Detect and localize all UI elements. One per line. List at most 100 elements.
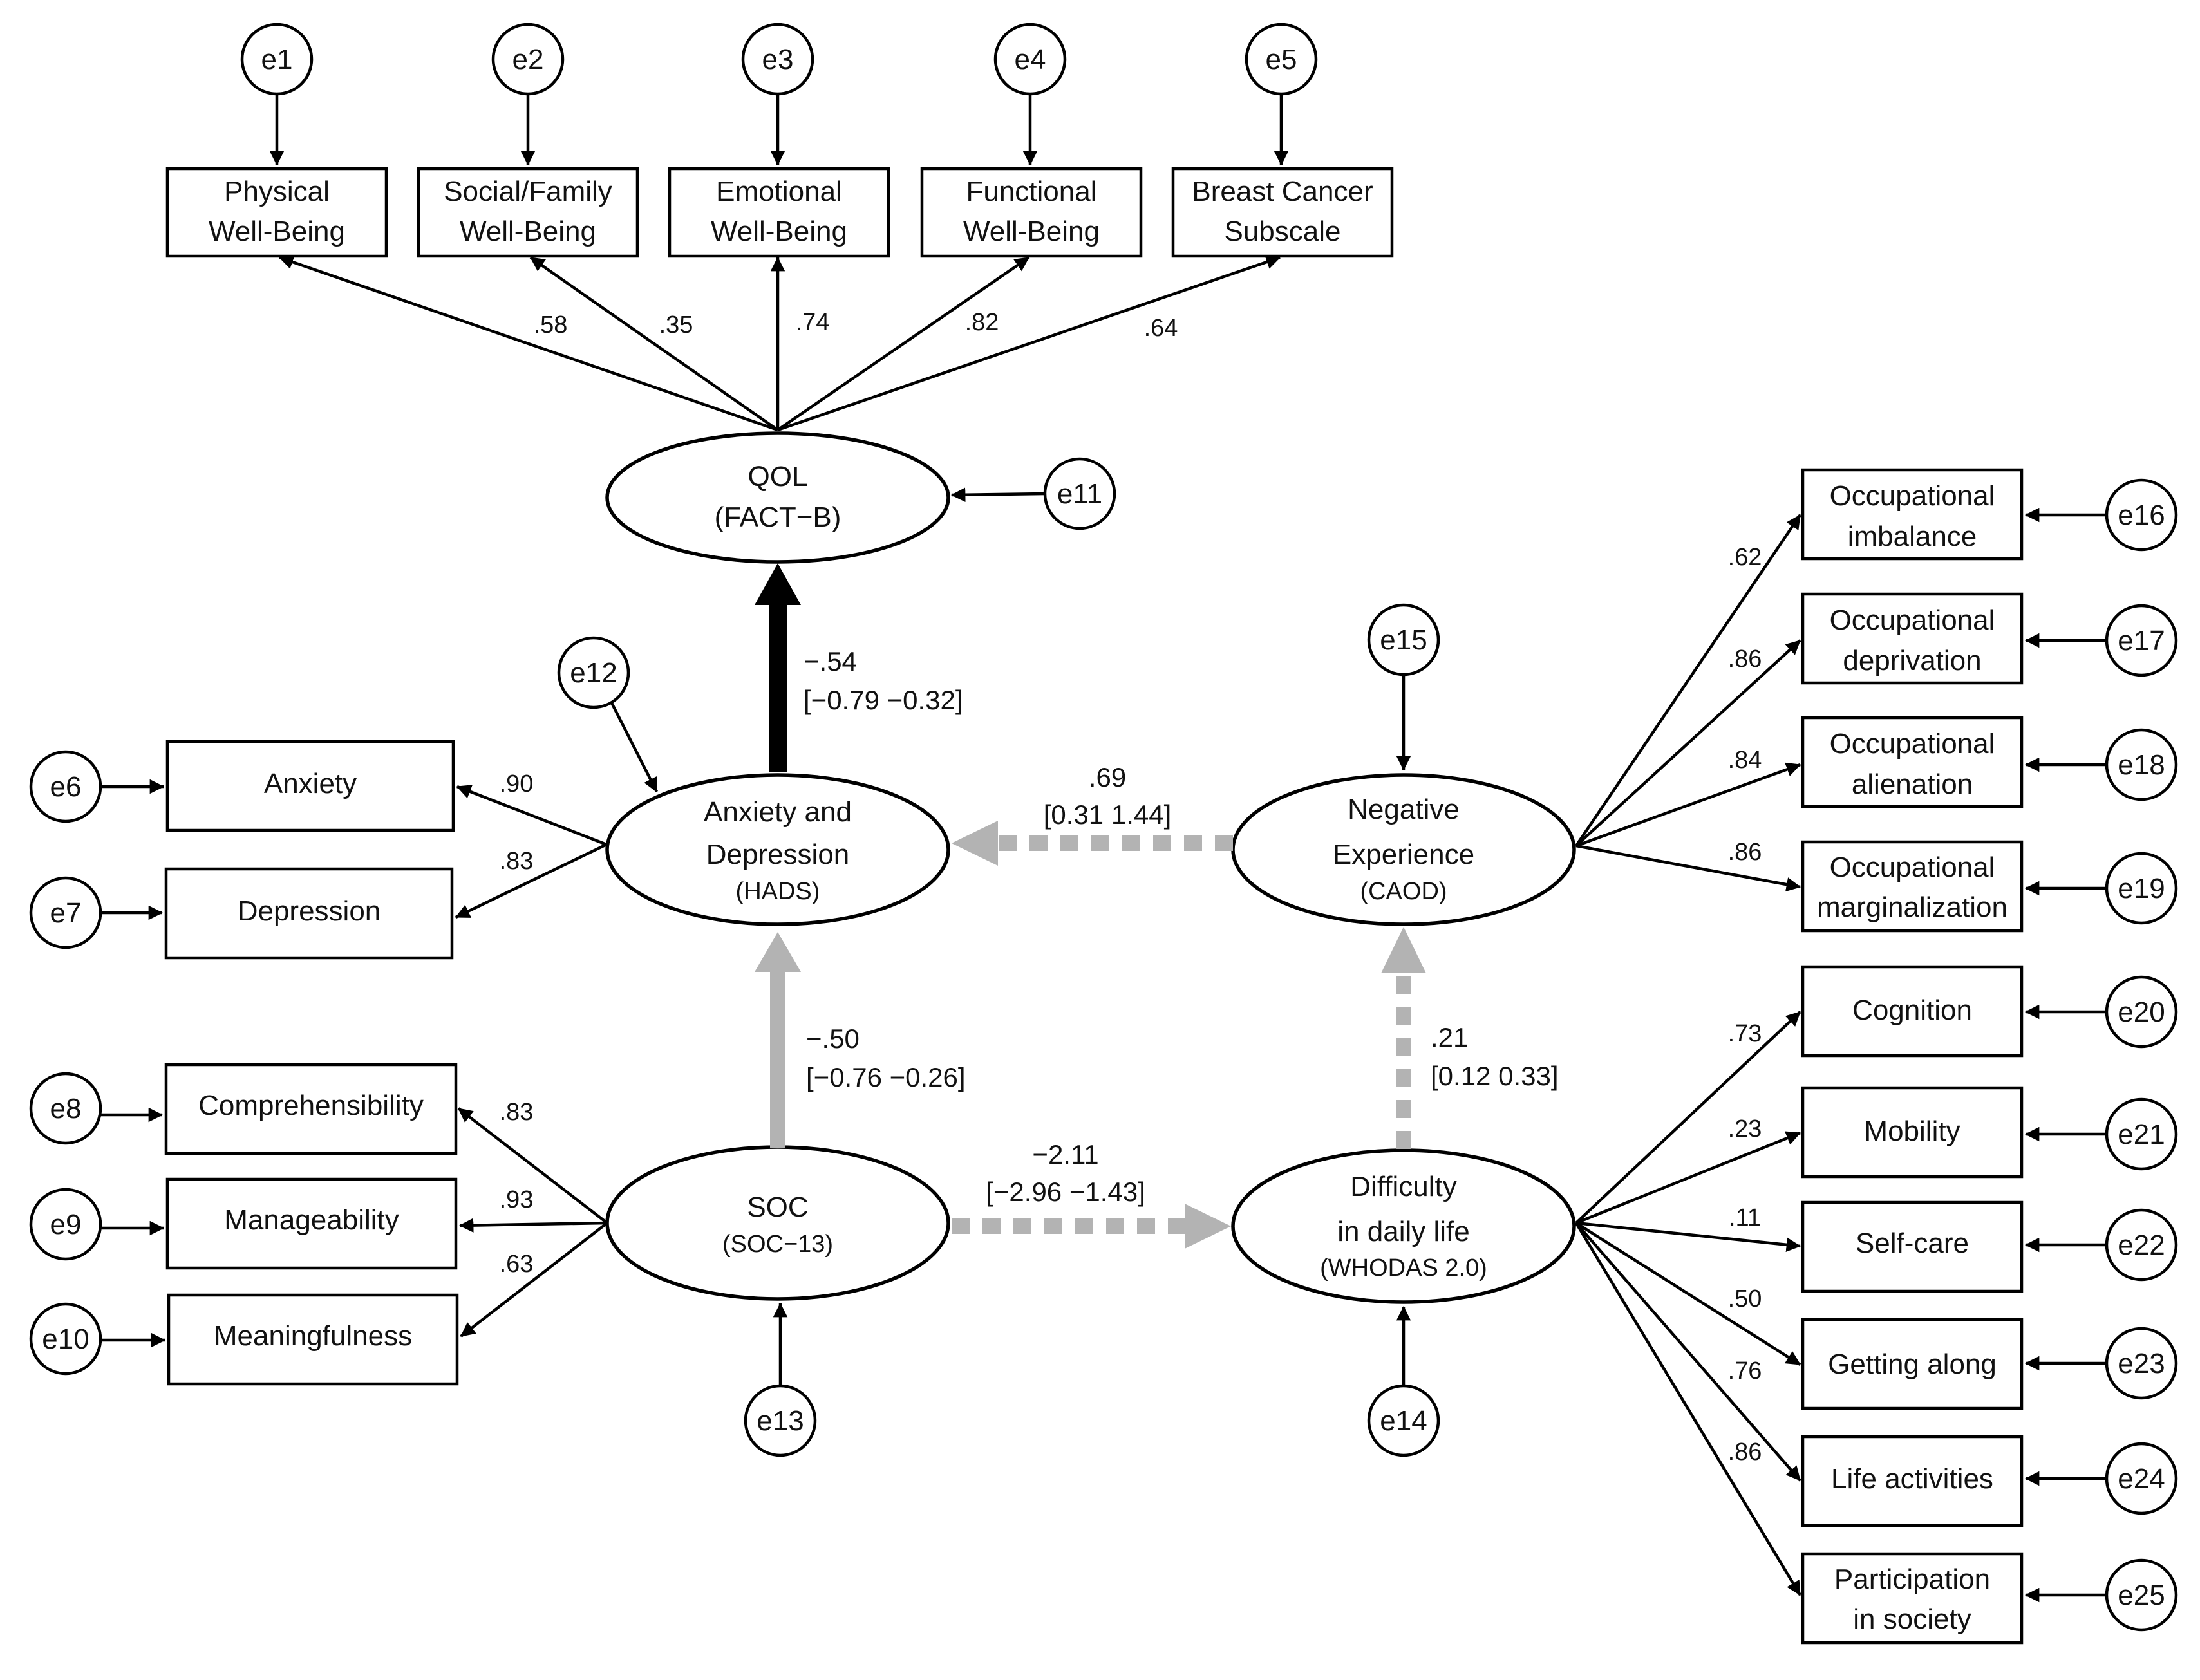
- loading-arrow: [1575, 1011, 1801, 1224]
- loading-arrow: [1575, 844, 1801, 892]
- loading-arrow: [1575, 762, 1801, 848]
- loading-value: .11: [1729, 1204, 1761, 1231]
- caod-indicator-4: Occupational marginalization e19: [1801, 840, 2178, 933]
- error-circle: [993, 23, 1067, 96]
- indicator-box: [668, 167, 890, 258]
- qol-error: e11: [950, 457, 1116, 530]
- qol-indicator-3: e3 Emotional Well-Being: [668, 23, 890, 258]
- latent-oval: [605, 1145, 950, 1301]
- caod-latent: Negative Experience (CAOD): [1231, 773, 1576, 926]
- indicator-label-line2: Well-Being: [963, 216, 1100, 247]
- indicator-label-line1: Physical: [224, 176, 330, 207]
- loading-value: .86: [1728, 646, 1762, 673]
- path-arrowhead: [755, 563, 801, 605]
- indicator-label: Anxiety: [264, 768, 357, 799]
- soc-indicator-3: e10 Meaningfulness: [29, 1293, 459, 1386]
- latent-sublabel: (WHODAS 2.0): [1320, 1255, 1487, 1282]
- error-label: e13: [757, 1405, 804, 1437]
- indicator-label: Getting along: [1828, 1349, 1997, 1380]
- error-label: e22: [2118, 1229, 2165, 1261]
- path-arrowhead: [952, 821, 998, 866]
- loading-arrow: [777, 255, 1281, 432]
- indicator-box: [1801, 1435, 2024, 1527]
- loading-arrow: [1575, 1131, 1801, 1225]
- path-ci: [0.31 1.44]: [1044, 799, 1172, 830]
- path-hads-to-qol: −.54 [−0.79 −0.32]: [755, 563, 963, 772]
- qol-indicator-5: e5 Breast Cancer Subscale: [1171, 23, 1394, 258]
- hads-error: e12: [557, 636, 659, 793]
- error-circle: [240, 23, 314, 96]
- error-label: e14: [1380, 1405, 1427, 1437]
- qol-indicator-2: e2 Social/Family Well-Being: [417, 23, 639, 258]
- error-label: e18: [2118, 749, 2165, 781]
- indicator-label-line2: marginalization: [1817, 891, 2007, 923]
- whodas-error: e14: [1367, 1305, 1440, 1457]
- path-coefficient: .21: [1431, 1022, 1468, 1052]
- whodas-indicator-5: Life activities e24: [1801, 1435, 2178, 1527]
- error-label: e21: [2118, 1119, 2165, 1150]
- latent-sublabel: (SOC−13): [722, 1231, 833, 1258]
- indicator-label-line2: Well-Being: [209, 216, 345, 247]
- error-circle: [29, 1072, 102, 1145]
- soc-indicator-1: e8 Comprehensibility: [29, 1063, 458, 1155]
- path-shaft: [770, 969, 785, 1148]
- error-circle: [491, 23, 565, 96]
- error-circle: [1367, 603, 1440, 677]
- loading-value: .84: [1728, 747, 1762, 774]
- path-arrowhead: [755, 932, 801, 972]
- error-label: e4: [1015, 44, 1046, 75]
- indicator-box: [165, 167, 388, 258]
- loading-value: .93: [500, 1186, 534, 1213]
- loading-value: .73: [1728, 1020, 1762, 1047]
- latent-oval: [605, 773, 950, 926]
- indicator-label-line2: Well-Being: [460, 216, 596, 247]
- indicator-box: [1801, 840, 2024, 933]
- whodas-latent: Difficulty in daily life (WHODAS 2.0): [1231, 1148, 1576, 1304]
- error-circle: [1245, 23, 1318, 96]
- indicator-label-line2: alienation: [1852, 769, 1973, 800]
- error-circle: [2105, 604, 2178, 677]
- whodas-indicator-3: Self-care e22: [1801, 1200, 2178, 1293]
- indicator-label-line1: Occupational: [1830, 728, 1995, 760]
- caod-indicator-3: Occupational alienation e18: [1801, 716, 2178, 808]
- indicator-label: Self-care: [1856, 1227, 1969, 1259]
- error-label: e9: [50, 1209, 82, 1240]
- error-label: e1: [261, 44, 293, 75]
- indicator-label: Manageability: [224, 1204, 399, 1236]
- error-circle: [1367, 1384, 1440, 1457]
- error-arrow: [610, 702, 659, 793]
- error-circle: [2105, 1208, 2178, 1282]
- path-soc-to-hads: −.50 [−0.76 −0.26]: [755, 932, 966, 1148]
- indicator-label: Depression: [238, 895, 381, 927]
- soc-latent: SOC (SOC−13): [605, 1145, 950, 1301]
- loading-arrow: [456, 785, 607, 846]
- latent-label: Anxiety and: [704, 796, 852, 828]
- error-circle: [2105, 852, 2178, 925]
- loading-value: .50: [1728, 1285, 1762, 1312]
- error-circle: [29, 1188, 102, 1261]
- whodas-indicator-6: Participation in society e25: [1801, 1552, 2178, 1645]
- error-circle: [557, 636, 630, 709]
- loading-value: .90: [500, 770, 534, 798]
- indicator-label-line1: Occupational: [1830, 604, 1995, 636]
- loading-arrow: [1575, 514, 1801, 847]
- loading-value: .35: [659, 312, 693, 339]
- error-label: e3: [762, 44, 794, 75]
- latent-label: SOC: [747, 1191, 808, 1223]
- path-soc-to-whodas: −2.11 [−2.96 −1.43]: [952, 1139, 1231, 1249]
- whodas-indicator-2: Mobility e21: [1801, 1086, 2178, 1179]
- path-shaft: [769, 602, 787, 772]
- loading-arrow: [1575, 1222, 1801, 1596]
- latent-label: Depression: [706, 839, 850, 870]
- error-label: e6: [50, 771, 82, 803]
- indicator-box: [1801, 716, 2024, 808]
- loading-value: .64: [1144, 315, 1178, 342]
- indicator-box: [1801, 592, 2024, 685]
- error-label: e10: [42, 1323, 89, 1355]
- error-label: e16: [2118, 499, 2165, 531]
- path-ci: [−0.79 −0.32]: [804, 685, 963, 715]
- caod-indicator-2: Occupational deprivation e17: [1801, 592, 2178, 685]
- path-arrowhead: [1185, 1204, 1231, 1249]
- loading-value: .82: [965, 309, 999, 336]
- latent-oval: [605, 431, 950, 564]
